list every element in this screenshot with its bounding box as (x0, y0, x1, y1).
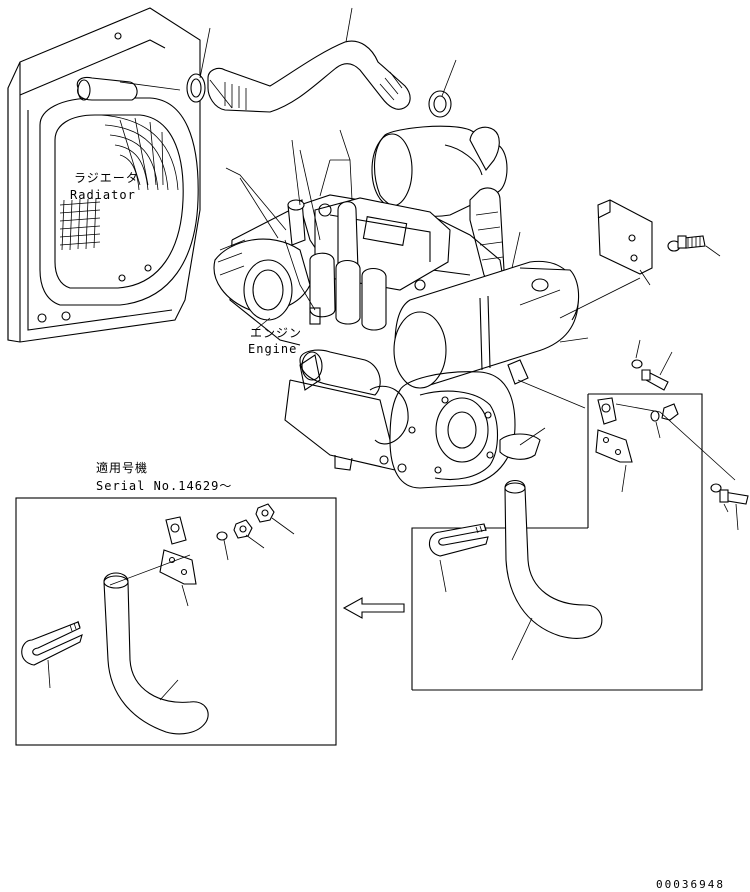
radiator-label-en: Radiator (70, 188, 136, 202)
detail-box-serial (15, 497, 337, 746)
detail-box-current (411, 359, 749, 691)
engine (213, 125, 580, 489)
leader-lines (47, 7, 739, 701)
serial-label-en: Serial No.14629〜 (96, 479, 233, 493)
radiator-label-jp: ラジエータ (74, 171, 139, 185)
radiator-core-mesh (59, 197, 101, 251)
drawing-number: 00036948 (656, 878, 725, 891)
transition-arrow (342, 597, 405, 619)
muffler-bracket (597, 199, 706, 275)
engine-label-jp: エンジン (250, 326, 303, 340)
serial-label-jp: 適用号機 (96, 461, 149, 475)
engine-label-en: Engine (248, 342, 298, 356)
radiator (7, 7, 201, 343)
upper-radiator-hose (186, 40, 452, 118)
